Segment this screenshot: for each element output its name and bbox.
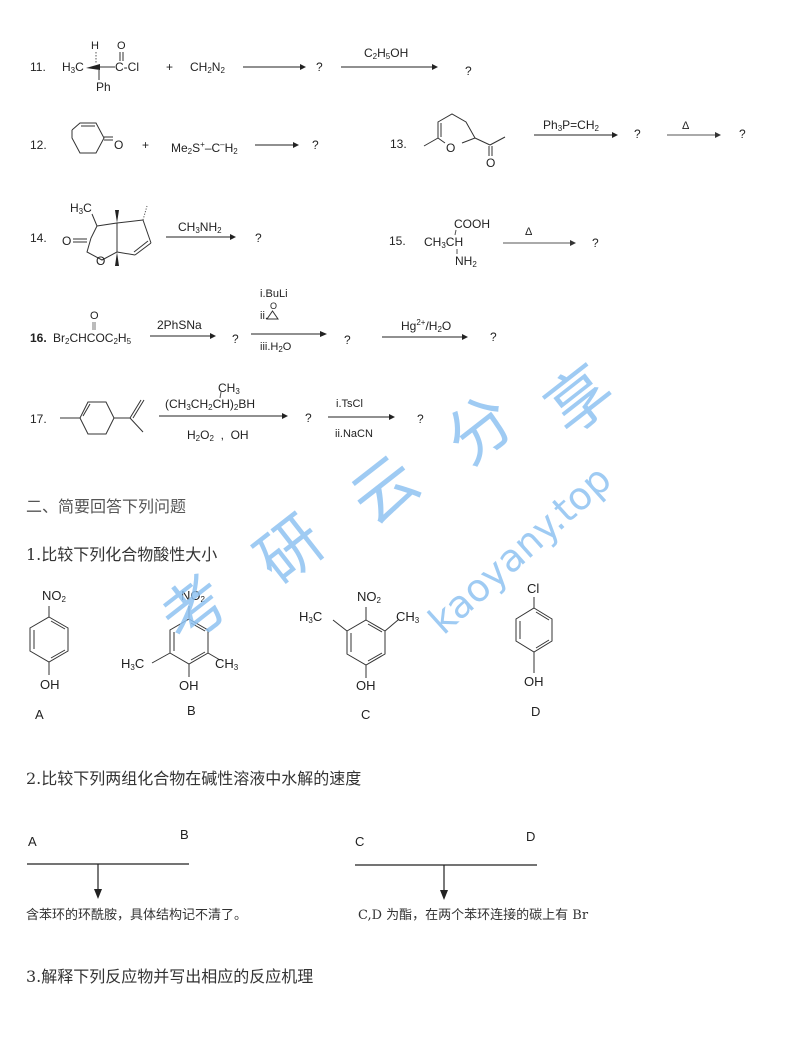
reaction-number: 15. [389,234,406,248]
arrow-label-step3: iii.H2O [260,341,292,354]
product-unknown: ? [417,412,424,426]
group-h3c: H3C [62,60,84,75]
substituent-methyl-right: CH3 [215,656,239,672]
arrow-label-step1: i.BuLi [260,288,288,300]
reaction-number: 17. [30,412,47,426]
reactant-ester: Br2CHCOC2H5 [53,331,132,346]
substituent-methyl-right: CH3 [396,609,420,625]
epoxide-oxygen: O [270,301,278,311]
compound-label: B [187,703,196,718]
arrow-label-tscl: i.TsCl [336,398,363,410]
ketone-oxygen: O [114,138,124,152]
atom-h: H [91,40,99,52]
plus-sign: + [166,60,174,74]
compound-label: D [526,829,536,844]
reagent-ch2n2: CH2N2 [190,60,225,75]
reaction-number: 16. [30,331,47,345]
group-ph: Ph [96,80,111,94]
substituent-methyl-left: H3C [121,656,145,672]
group-ch3ch: CH3CH [424,235,464,250]
carbonyl-oxygen: O [62,234,72,248]
plus-sign: + [142,138,150,152]
arrow-label-peroxide: H2O2 , OH [187,428,249,443]
product-unknown: ? [232,332,239,346]
compound-label: C [361,707,371,722]
compound-label: A [28,834,37,849]
substituent-nitro: NO2 [42,588,66,604]
question-2-title: 2.比较下列两组化合物在碱性溶液中水解的速度 [26,769,362,788]
compound-label: C [355,834,365,849]
product-unknown: ? [739,127,746,141]
reagent-sulfur-ylide: Me2S+–C–H2 [171,140,238,156]
section-heading: 二、简要回答下列问题 [26,497,187,516]
group-c-cl: C-Cl [115,60,139,74]
substituent-hydroxyl: OH [356,678,376,693]
group-h3c: H3C [70,201,92,216]
arrow-label-ethanol: C2H5OH [364,46,409,61]
arrow-label-mercury: Hg2+/H2O [401,318,452,334]
group-note: 含苯环的环酰胺，具体结构记不清了。 [26,908,248,923]
substituent-hydroxyl: OH [524,674,544,689]
product-unknown: ? [592,236,599,250]
substituent-hydroxyl: OH [179,678,199,693]
group-cooh: COOH [454,217,490,231]
substituent-nitro: NO2 [357,589,381,605]
question-3-title: 3.解释下列反应物并写出相应的反应机理 [26,967,314,986]
group-note: C,D 为酯，在两个苯环连接的碳上有 Br [358,908,589,923]
product-unknown: ? [490,330,497,344]
reaction-number: 12. [30,138,47,152]
atom-o: O [117,40,126,52]
group-nh2: NH2 [455,254,477,269]
product-unknown: ? [465,64,472,78]
substituent-methyl-left: H3C [299,609,323,625]
ring-oxygen: O [96,254,106,268]
arrow-label-methylamine: CH3NH2 [178,220,222,235]
carbonyl-oxygen: O [486,156,496,170]
ring-oxygen: O [446,141,456,155]
arrow-label-heat: Δ [682,120,690,132]
product-unknown: ? [312,138,319,152]
reaction-number: 11. [30,60,46,74]
arrow-label-step2: ii. [260,310,268,322]
compound-label: A [35,707,44,722]
compound-label: D [531,704,541,719]
product-unknown: ? [344,333,351,347]
product-unknown: ? [316,60,323,74]
arrow-label-borane: (CH3CH2CH)2BH [165,397,256,412]
reaction-number: 14. [30,231,47,245]
substituent-nitro: NO2 [181,588,205,604]
arrow-label-phsna: 2PhSNa [157,318,202,332]
carbonyl-oxygen: O [90,310,99,322]
substituent-chloro: Cl [527,581,540,596]
reaction-number: 13. [390,137,407,151]
substituent-hydroxyl: OH [40,677,60,692]
product-unknown: ? [255,231,262,245]
product-unknown: ? [305,411,312,425]
compound-label: B [180,827,189,842]
arrow-label-wittig: Ph3P=CH2 [543,118,599,133]
product-unknown: ? [634,127,641,141]
question-1-title: 1.比较下列化合物酸性大小 [26,545,218,564]
arrow-label-ch3: CH3 [218,381,240,396]
arrow-label-heat: Δ [525,226,533,238]
arrow-label-nacn: ii.NaCN [335,428,373,440]
